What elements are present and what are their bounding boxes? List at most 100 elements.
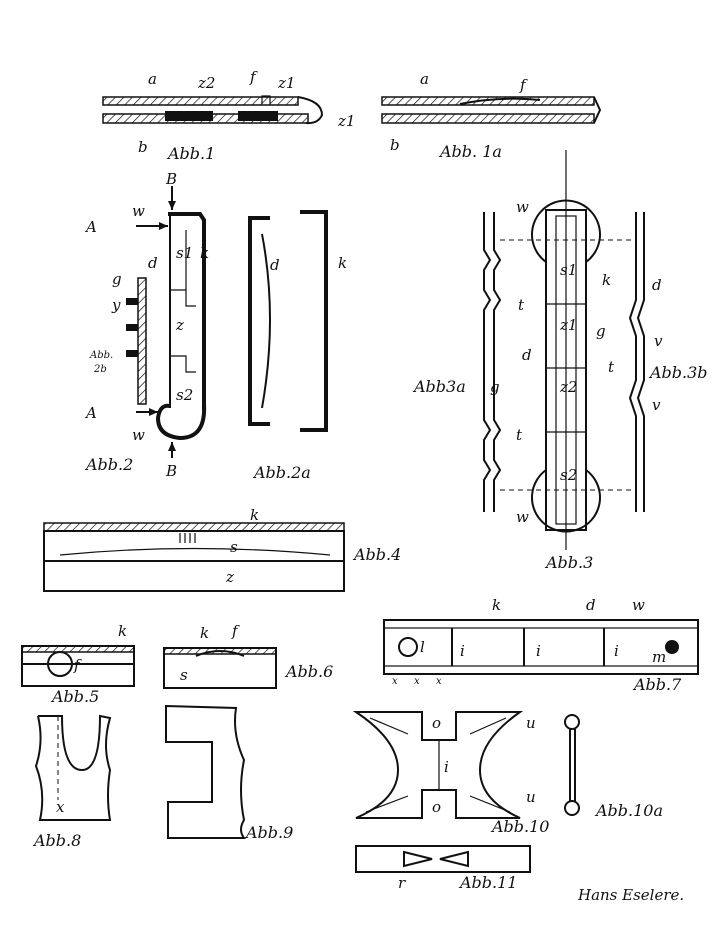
abb2-label-A-top: A [84, 218, 97, 236]
abb1a-caption: Abb. 1a [438, 142, 502, 161]
abb4-top-strip [43, 522, 345, 532]
abb7-stud [665, 640, 679, 654]
abb2b-tooth-1 [126, 298, 138, 305]
abb1-label-z2: z2 [197, 74, 215, 92]
abb3b-right-edge [636, 212, 645, 512]
abb2a-curve [261, 233, 271, 409]
abb1a-bottom-plate [381, 113, 595, 124]
abb2-label-B-top: B [165, 170, 177, 188]
abb7-label-i-3: i [614, 642, 619, 660]
figure-abb6: k f s Abb.6 [163, 622, 333, 689]
abb10-label-u-bottom: u [526, 788, 536, 806]
figure-abb8: x Abb.8 [32, 714, 112, 850]
abb1-insert-right [238, 111, 278, 121]
abb3-label-s2: s2 [560, 466, 577, 484]
figure-abb7: k d w l i i i m x x x Abb.7 [383, 596, 699, 694]
abb1a-label-f: f [519, 76, 528, 94]
abb2-label-z: z [175, 316, 184, 334]
abb4-caption: Abb.4 [352, 545, 401, 564]
abb11-caption: Abb.11 [458, 873, 517, 892]
abb1-insert-left [165, 111, 213, 121]
abb10-label-u-top: u [526, 714, 536, 732]
abb1-label-f: f [249, 68, 258, 86]
abb3-label-z1: z1 [559, 316, 577, 334]
abb10-outline [352, 711, 524, 819]
abb10-bevels [365, 717, 511, 813]
abb8-caption: Abb.8 [32, 831, 81, 850]
abb5-label-k: k [118, 622, 127, 640]
abb1-label-z1: z1 [277, 74, 295, 92]
abb2-caption: Abb.2 [84, 455, 133, 474]
abb2-step-bottom [170, 355, 196, 373]
abb10-label-o-top: o [432, 714, 441, 732]
abb10-label-i: i [444, 758, 449, 776]
figure-abb1: a z2 f z1 z1 b Abb.1 [102, 68, 355, 163]
abb2-label-k: k [200, 244, 209, 262]
abb7-caption: Abb.7 [632, 675, 682, 694]
abb7-label-k: k [492, 596, 501, 614]
abb11-left-wedge [403, 850, 433, 868]
abb6-label-f: f [231, 622, 240, 640]
abb3-label-z2: z2 [559, 378, 577, 396]
abb10-label-o-bottom: o [432, 798, 441, 816]
abb2-bottom-curl [155, 403, 207, 441]
abb11-label-r: r [398, 874, 406, 892]
abb3-label-s1: s1 [560, 261, 577, 279]
abb3b-left-edge [628, 212, 637, 512]
figure-abb10a: Abb.10a [564, 714, 663, 820]
abb3b-label-d: d [652, 276, 662, 294]
abb1-label-z1-side: z1 [337, 112, 355, 130]
abb7-label-i-1: i [460, 642, 465, 660]
abb2b-label-g: g [112, 270, 122, 288]
figure-abb9: Abb.9 [165, 704, 293, 842]
abb8-outline [34, 714, 112, 821]
figure-abb1a: a f b Abb. 1a [381, 70, 602, 161]
figure-abb2b: g y Abb. 2b [89, 270, 147, 405]
abb7-label-d: d [586, 596, 596, 614]
abb3a-left-edge [483, 212, 492, 512]
abb2-arrowhead-b-bottom [168, 442, 176, 451]
abb1-label-b: b [138, 138, 148, 156]
abb7-label-m: m [652, 648, 666, 666]
figure-abb2a: d k Abb.2a [248, 210, 347, 482]
abb1-clip [261, 95, 271, 104]
abb6-caption: Abb.6 [284, 662, 333, 681]
signature: Hans Eselere. [577, 886, 684, 904]
abb7-label-i-2: i [536, 642, 541, 660]
abb2a-right-bracket [300, 210, 328, 432]
abb6-label-s: s [180, 666, 188, 684]
figure-abb3: w w s1 k t z1 g d t z2 t s2 Abb.3 [500, 150, 636, 572]
abb5-label-f: f [73, 656, 82, 674]
abb2-label-s1: s1 [176, 244, 193, 262]
abb2b-label-y: y [111, 296, 121, 314]
abb5-pin [47, 651, 73, 677]
abb4-spring [59, 547, 331, 556]
abb2b-caption-1: Abb. [89, 350, 113, 361]
abb3-inner-slot [555, 215, 577, 525]
abb7-label-x-3: x [436, 676, 442, 687]
abb5-caption: Abb.5 [50, 687, 99, 706]
abb2b-tooth-2 [126, 324, 138, 331]
abb3-label-t-3: t [516, 426, 523, 444]
abb4-label-k: k [250, 506, 259, 524]
abb3a-right-edge [493, 212, 502, 512]
abb2a-label-d: d [270, 256, 280, 274]
figure-abb2: A A B B w w d s1 k z s2 Abb.2 [84, 170, 209, 480]
abb3-top-lobe [531, 199, 601, 263]
abb1a-end [593, 96, 602, 124]
abb1-label-a: a [148, 70, 157, 88]
figure-abb10: o i o u u Abb.10 [352, 711, 549, 836]
abb7-label-l: l [420, 638, 425, 656]
abb3-label-t-2: t [608, 358, 615, 376]
abb2-arrowhead-a-bottom [149, 408, 158, 416]
abb3-label-t-1: t [518, 296, 525, 314]
abb3-label-w-top: w [516, 198, 529, 216]
abb1a-top-plate [381, 96, 595, 106]
abb2b-caption-2: 2b [93, 364, 107, 375]
abb7-label-x-2: x [414, 676, 420, 687]
abb4-teeth [179, 533, 196, 543]
abb2-label-w-bottom: w [132, 426, 145, 444]
abb9-outline [165, 704, 246, 839]
abb2-arrowhead-a-top [159, 222, 168, 230]
